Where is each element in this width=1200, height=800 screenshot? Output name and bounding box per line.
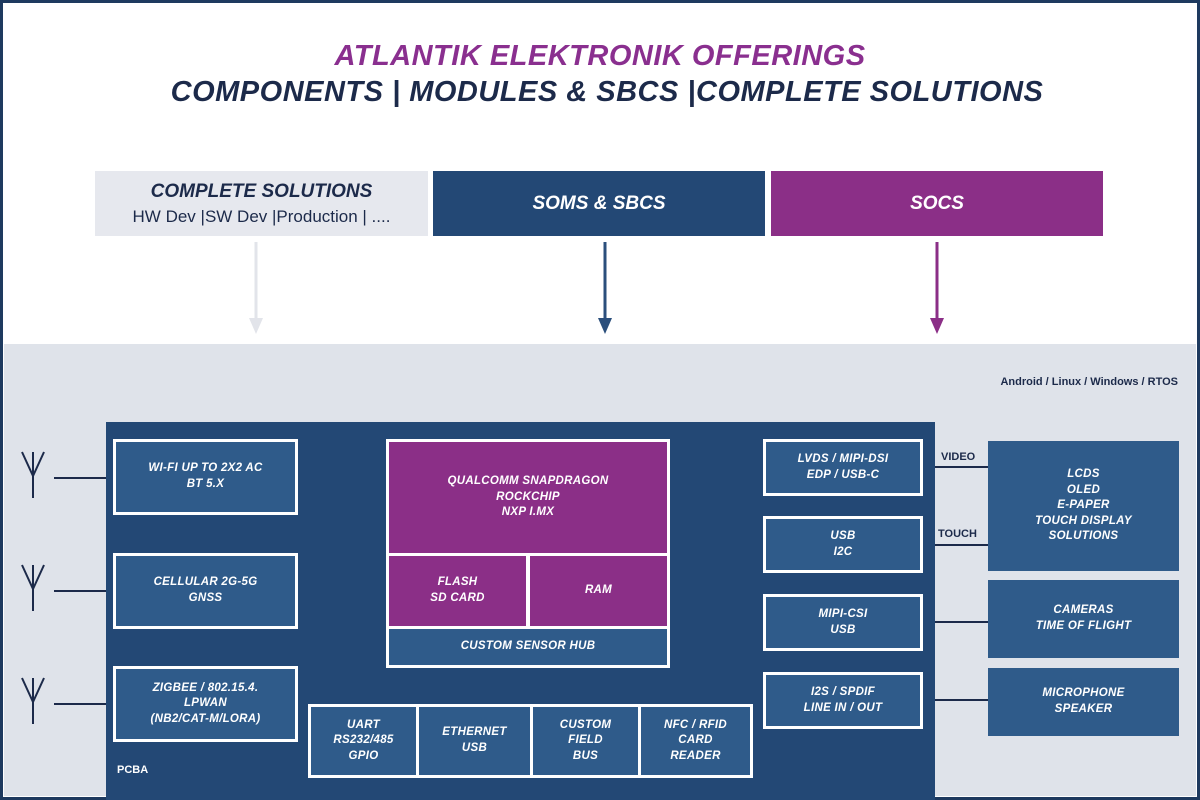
offering-title: COMPLETE SOLUTIONS: [150, 180, 373, 202]
interface-ethernet: ETHERNET USB: [416, 704, 533, 778]
peripheral-cameras: CAMERAS TIME OF FLIGHT: [988, 580, 1179, 658]
page-title: ATLANTIK ELEKTRONIK OFFERINGS: [334, 40, 866, 72]
interface-display: LVDS / MIPI-DSI EDP / USB-C: [763, 439, 923, 496]
peripheral-audio: MICROPHONE SPEAKER: [988, 668, 1179, 736]
interface-uart: UART RS232/485 GPIO: [308, 704, 419, 778]
interface-audio: I2S / SPDIF LINE IN / OUT: [763, 672, 923, 729]
video-label: VIDEO: [941, 451, 976, 463]
peripheral-displays: LCDS OLED E-PAPER TOUCH DISPLAY SOLUTION…: [988, 441, 1179, 571]
module-cellular-gnss: CELLULAR 2G-5G GNSS: [113, 553, 298, 629]
page-subtitle: COMPONENTS | MODULES & SBCS |COMPLETE SO…: [170, 76, 1044, 108]
offering-title: SOMS & SBCS: [532, 192, 666, 214]
soc-sensor-hub: CUSTOM SENSOR HUB: [386, 626, 670, 668]
interface-camera: MIPI-CSI USB: [763, 594, 923, 651]
offering-socs: SOCS: [771, 171, 1103, 236]
arrow-socs: [930, 242, 944, 334]
interface-usb-i2c: USB I2C: [763, 516, 923, 573]
module-zigbee-lpwan: ZIGBEE / 802.15.4. LPWAN (NB2/CAT-M/LORA…: [113, 666, 298, 742]
soc-processor: QUALCOMM SNAPDRAGON ROCKCHIP NXP I.MX: [386, 439, 670, 556]
offering-subtitle: HW Dev |SW Dev |Production | ....: [132, 206, 391, 226]
soc-ram: RAM: [527, 553, 670, 629]
pcba-label: PCBA: [117, 764, 149, 776]
soc-flash: FLASH SD CARD: [386, 553, 529, 629]
offering-soms-sbcs: SOMS & SBCS: [433, 171, 765, 236]
os-support-label: Android / Linux / Windows / RTOS: [1000, 376, 1178, 388]
offering-title: SOCS: [910, 192, 964, 214]
offering-complete-solutions: COMPLETE SOLUTIONS HW Dev |SW Dev |Produ…: [95, 171, 428, 236]
interface-nfc-rfid: NFC / RFID CARD READER: [638, 704, 753, 778]
interface-fieldbus: CUSTOM FIELD BUS: [530, 704, 641, 778]
touch-label: TOUCH: [938, 528, 977, 540]
arrow-soms-sbcs: [598, 242, 612, 334]
module-wifi-bt: WI-FI UP TO 2X2 AC BT 5.X: [113, 439, 298, 515]
offering-arrows: [249, 242, 944, 334]
arrow-complete-solutions: [249, 242, 263, 334]
